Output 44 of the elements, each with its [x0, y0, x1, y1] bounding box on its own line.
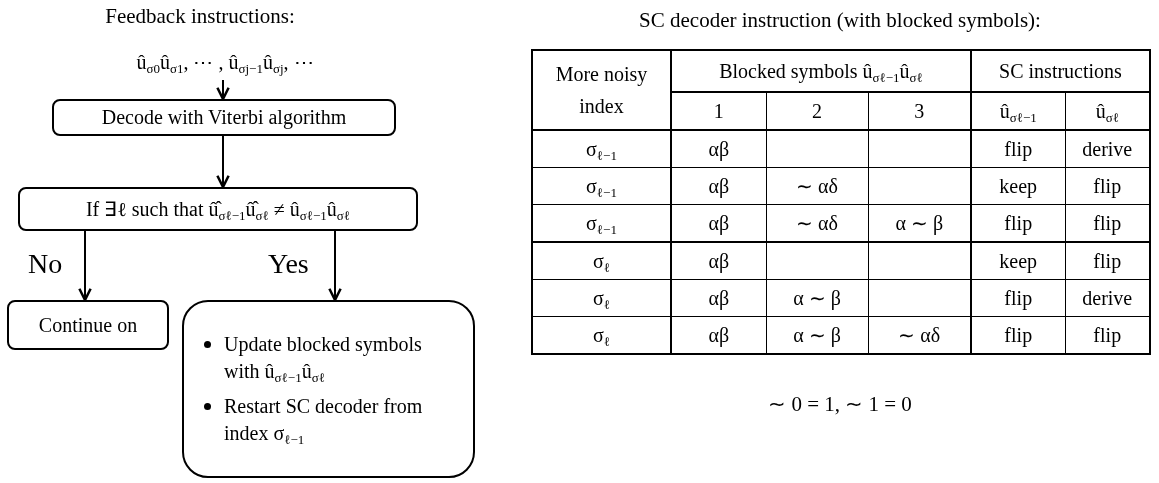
table-cell: σ$_{ℓ−1}$ [532, 167, 671, 205]
table-cell: keep [971, 167, 1065, 205]
arrow [78, 230, 92, 302]
table-cell: flip [971, 130, 1065, 168]
table-cell: ∼ αδ [766, 167, 868, 205]
footnote: ∼ 0 = 1, ∼ 1 = 0 [768, 392, 912, 417]
table-cell: keep [971, 242, 1065, 280]
column-header: More noisy index [532, 50, 671, 130]
bullet-item: Update blocked symbols with û$_{σℓ−1}$û$_{σℓ}$ [196, 331, 461, 385]
column-header: 2 [766, 92, 868, 130]
edge-label: Yes [268, 248, 309, 280]
arrow [328, 230, 342, 302]
table-cell: αβ [671, 130, 766, 168]
table-cell: ∼ αδ [766, 204, 868, 242]
node-label: If ∃ℓ such that û̂$_{σℓ−1}$û̂$_{σℓ}$ ≠ û$_{σℓ−1}$û$_{σℓ}$ [85, 197, 351, 221]
node-label: Decode with Viterbi algorithm [101, 106, 347, 129]
table-cell: σ$_{ℓ−1}$ [532, 204, 671, 242]
arrow [216, 79, 230, 101]
table-cell: σ$_{ℓ}$ [532, 279, 671, 317]
column-header: Blocked symbols û$_{σℓ−1}$û$_{σℓ}$ [671, 50, 971, 92]
process-box [52, 99, 396, 136]
table-cell: αβ [671, 204, 766, 242]
table-cell: α ∼ β [868, 204, 971, 242]
table-cell: flip [971, 279, 1065, 317]
decision-box [18, 187, 418, 231]
heading: Feedback instructions: [105, 4, 295, 29]
heading: SC decoder instruction (with blocked symbols): [639, 8, 1041, 33]
table-cell: αβ [671, 279, 766, 317]
column-header: 3 [868, 92, 971, 130]
node-label: Continue on [38, 313, 138, 337]
bullet-item: Restart SC decoder from index σ$_{ℓ−1}$ [196, 393, 461, 447]
table-cell: σ$_{ℓ}$ [532, 242, 671, 280]
table-cell: α ∼ β [766, 279, 868, 317]
node-label: û$_{σ0}$û$_{σ1}$, ⋯ , û$_{σj−1}$û$_{σj}$, ⋯ [136, 50, 314, 74]
table-cell: σ$_{ℓ−1}$ [532, 130, 671, 168]
column-header: 1 [671, 92, 766, 130]
table-cell: αβ [671, 242, 766, 280]
terminal-box [7, 300, 169, 350]
table-cell: flip [971, 204, 1065, 242]
column-header: û$_{σℓ−1}$ [971, 92, 1065, 130]
edge-label: No [28, 248, 63, 280]
table-cell: αβ [671, 167, 766, 205]
action-box [182, 300, 475, 478]
arrow [216, 135, 230, 189]
